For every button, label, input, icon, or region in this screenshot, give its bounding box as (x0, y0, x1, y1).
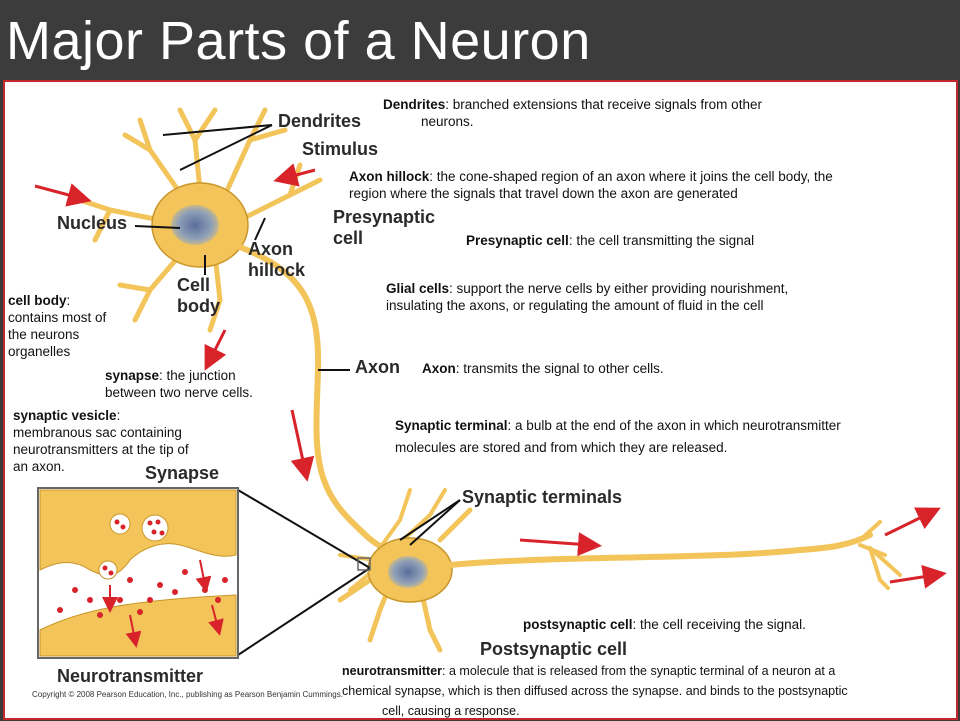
label-cell-body-1: Cell (177, 275, 211, 295)
signal-arrows (34, 163, 947, 589)
leader-lines (134, 124, 461, 656)
note-dendrites: Dendrites: branched extensions that rece… (383, 97, 762, 129)
label-dendrites: Dendrites (278, 111, 362, 131)
note-axon: Axon: transmits the signal to other cell… (422, 361, 664, 376)
arrow-stimulus-right (273, 163, 316, 187)
note-axon-hillock: Axon hillock: the cone-shaped region of … (349, 169, 833, 201)
arrow-postsynaptic-axon (519, 532, 602, 557)
arrow-axon (290, 409, 315, 482)
title-bar: Major Parts of a Neuron (0, 0, 960, 80)
label-axon-hillock-1: Axon (248, 239, 293, 259)
axon-path (232, 242, 388, 551)
label-synapse: Synapse (145, 463, 220, 483)
label-postsynaptic: Postsynaptic cell (480, 639, 628, 659)
postsynaptic-axon (447, 532, 873, 568)
arrow-cell-body (204, 329, 227, 371)
arrow-terminal-1 (884, 507, 941, 537)
postsynaptic-nucleus (388, 556, 428, 588)
synapse-inset (37, 487, 239, 659)
note-synapse: synapse: the junction between two nerve … (105, 368, 253, 400)
label-axon-hillock-2: hillock (248, 260, 306, 280)
presynaptic-nucleus (171, 205, 219, 245)
label-nucleus: Nucleus (57, 213, 128, 233)
note-synaptic-terminal: Synaptic terminal: a bulb at the end of … (395, 418, 841, 455)
label-presynaptic-2: cell (333, 228, 364, 248)
label-presynaptic-1: Presynaptic (333, 207, 436, 227)
presynaptic-dendrites (77, 107, 323, 333)
label-stimulus: Stimulus (302, 139, 379, 159)
note-postsynaptic: postsynaptic cell: the cell receiving th… (523, 617, 806, 632)
synapse-zoom-box (357, 557, 371, 571)
arrow-terminal-2 (889, 564, 947, 589)
copyright-text: Copyright © 2008 Pearson Education, Inc.… (32, 690, 343, 699)
label-axon: Axon (355, 357, 400, 377)
note-neurotransmitter: neurotransmitter: a molecule that is rel… (342, 664, 848, 718)
arrow-stimulus-left (34, 183, 92, 207)
label-cell-body-2: body (177, 296, 220, 316)
label-neurotransmitter: Neurotransmitter (57, 666, 204, 686)
page-title: Major Parts of a Neuron (6, 11, 591, 71)
note-presynaptic: Presynaptic cell: the cell transmitting … (466, 233, 755, 248)
note-cell-body: cell body: contains most of the neurons … (8, 293, 107, 359)
note-synaptic-vesicle: synaptic vesicle: membranous sac contain… (13, 408, 189, 474)
postsynaptic-terminals (858, 520, 902, 590)
note-glial: Glial cells: support the nerve cells by … (386, 281, 789, 313)
label-synaptic-terminals: Synaptic terminals (462, 487, 623, 507)
